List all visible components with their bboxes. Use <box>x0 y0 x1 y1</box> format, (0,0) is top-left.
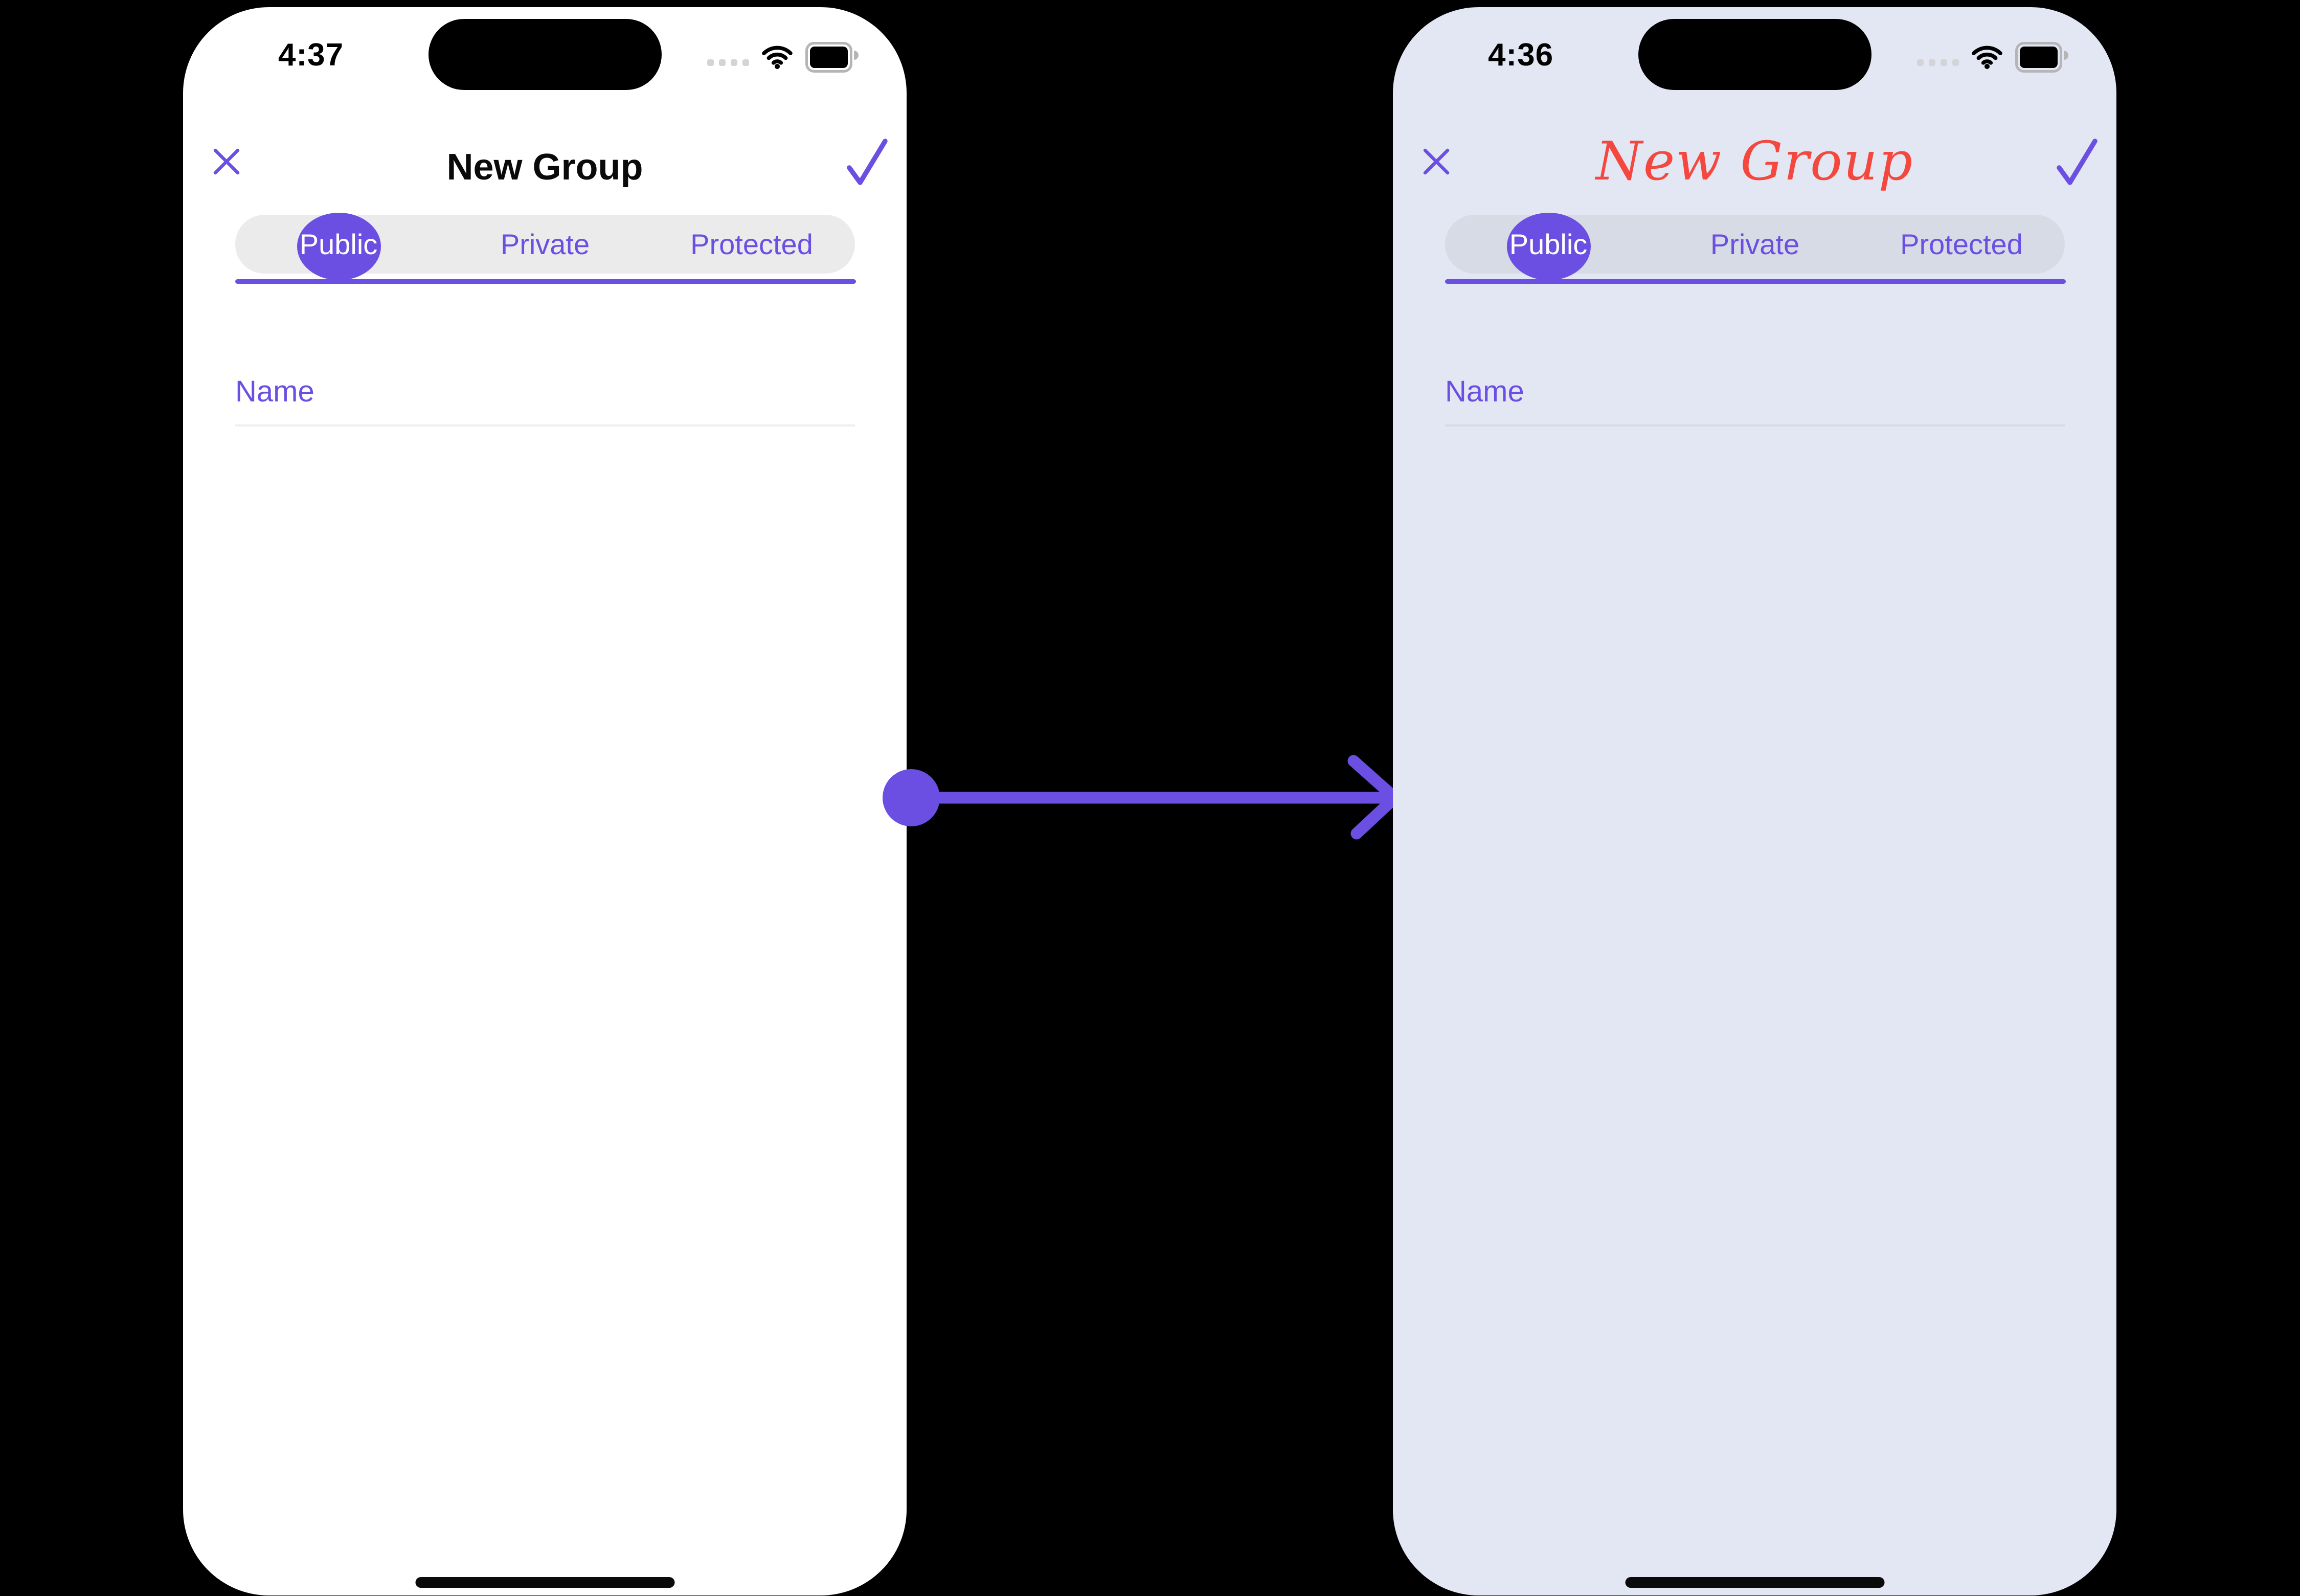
x-icon <box>213 148 240 174</box>
dynamic-island <box>1638 19 1871 90</box>
tab-public[interactable]: Public <box>1445 215 1652 274</box>
confirm-button[interactable] <box>843 135 891 189</box>
tab-private[interactable]: Private <box>442 215 648 274</box>
group-name-input[interactable] <box>235 358 855 426</box>
status-time: 4:36 <box>1487 37 1554 73</box>
home-indicator[interactable] <box>1625 1577 1884 1588</box>
close-button[interactable] <box>207 142 246 182</box>
tab-protected[interactable]: Protected <box>648 215 855 274</box>
visibility-tabs: Public Private Protected <box>1445 213 2065 280</box>
tab-private[interactable]: Private <box>1652 215 1858 274</box>
checkmark-icon <box>2057 138 2098 185</box>
transition-arrow-icon <box>883 755 1401 840</box>
close-button[interactable] <box>1416 142 1456 182</box>
selected-tab-indicator <box>297 213 381 280</box>
checkmark-icon <box>847 138 888 185</box>
wifi-icon <box>1972 46 2002 69</box>
tab-row: Public Private Protected <box>235 215 855 274</box>
tab-public[interactable]: Public <box>235 215 442 274</box>
phone-right: 4:36 New Group Public Private Protected <box>1393 7 2116 1595</box>
group-name-input[interactable] <box>1445 358 2065 426</box>
x-icon <box>1423 148 1450 174</box>
selected-tab-indicator <box>1507 213 1591 280</box>
tabs-underline <box>1445 279 2066 284</box>
cellular-dots-icon <box>1917 59 1959 66</box>
screen-title: New Group <box>1595 130 1914 192</box>
status-icons <box>1917 41 2068 74</box>
battery-icon <box>2015 42 2068 73</box>
tab-protected[interactable]: Protected <box>1858 215 2065 274</box>
status-icons <box>707 41 859 74</box>
visibility-tabs: Public Private Protected <box>235 213 855 280</box>
wifi-icon <box>762 46 793 69</box>
phone-left: 4:37 New Group Public Private Protected <box>183 7 907 1595</box>
screen-title: New Group <box>446 147 643 188</box>
dynamic-island <box>428 19 662 90</box>
confirm-button[interactable] <box>2053 135 2101 189</box>
tab-row: Public Private Protected <box>1445 215 2065 274</box>
battery-icon <box>805 42 859 73</box>
status-time: 4:37 <box>278 37 344 73</box>
home-indicator[interactable] <box>415 1577 674 1588</box>
cellular-dots-icon <box>707 59 749 66</box>
tabs-underline <box>235 279 856 284</box>
